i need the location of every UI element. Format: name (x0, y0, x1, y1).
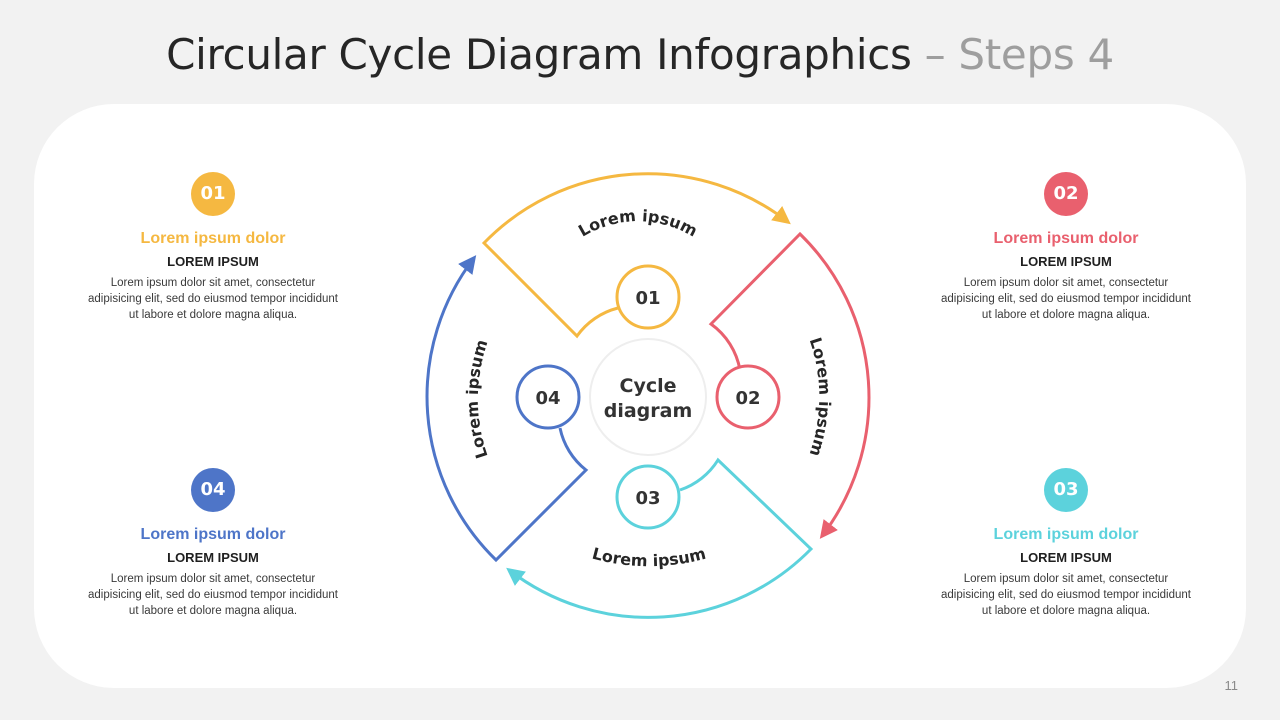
step-subheading-03: LOREM IPSUM (1020, 550, 1112, 565)
segment-01-outline (481, 172, 791, 339)
step-badge-01: 01 (191, 172, 235, 216)
step-heading-04: Lorem ipsum dolor (140, 526, 286, 543)
segment-label-02: Lorem ipsum (806, 335, 835, 459)
step-badge-03: 03 (1044, 468, 1088, 512)
step-badge-02: 02 (1044, 172, 1088, 216)
step-block-04: 04 Lorem ipsum dolor LOREM IPSUM Lorem i… (63, 468, 363, 619)
segment-02-outline (708, 231, 871, 539)
step-block-02: 02 Lorem ipsum dolor LOREM IPSUM Lorem i… (916, 172, 1216, 323)
title-main: Circular Cycle Diagram Infographics (166, 30, 912, 79)
page-title: Circular Cycle Diagram Infographics – St… (0, 30, 1280, 79)
step-desc-04: Lorem ipsum dolor sit amet, consectetur … (88, 573, 338, 617)
step-subheading-01: LOREM IPSUM (167, 254, 259, 269)
step-heading-03: Lorem ipsum dolor (993, 526, 1139, 543)
step-block-01: 01 Lorem ipsum dolor LOREM IPSUM Lorem i… (63, 172, 363, 323)
step-subheading-02: LOREM IPSUM (1020, 254, 1112, 269)
page-number: 11 (1224, 678, 1239, 693)
segment-label-03: Lorem ipsum (590, 544, 707, 571)
step-block-03: 03 Lorem ipsum dolor LOREM IPSUM Lorem i… (916, 468, 1216, 619)
node-number-04: 04 (535, 388, 560, 409)
segment-04-outline (425, 255, 589, 563)
node-circle-04 (515, 364, 581, 430)
node-number-02: 02 (735, 388, 760, 409)
node-circle-01 (615, 264, 681, 330)
step-heading-02: Lorem ipsum dolor (993, 230, 1139, 247)
step-desc-03: Lorem ipsum dolor sit amet, consectetur … (941, 573, 1191, 617)
title-dash: – (924, 30, 946, 79)
center-circle (589, 338, 707, 456)
segment-label-04: Lorem ipsum (463, 337, 492, 461)
center-label-line1: Cycle (620, 375, 677, 397)
node-circle-02 (715, 364, 781, 430)
step-heading-01: Lorem ipsum dolor (140, 230, 286, 247)
node-number-01: 01 (635, 288, 660, 309)
segment-label-01: Lorem ipsum (575, 206, 701, 241)
node-circle-03 (615, 464, 681, 530)
step-desc-01: Lorem ipsum dolor sit amet, consectetur … (88, 277, 338, 321)
segment-03-outline (506, 457, 814, 619)
node-number-03: 03 (635, 488, 660, 509)
center-label-line2: diagram (604, 400, 693, 422)
title-sub: Steps 4 (958, 30, 1114, 79)
step-desc-02: Lorem ipsum dolor sit amet, consectetur … (941, 277, 1191, 321)
step-badge-04: 04 (191, 468, 235, 512)
step-subheading-04: LOREM IPSUM (167, 550, 259, 565)
